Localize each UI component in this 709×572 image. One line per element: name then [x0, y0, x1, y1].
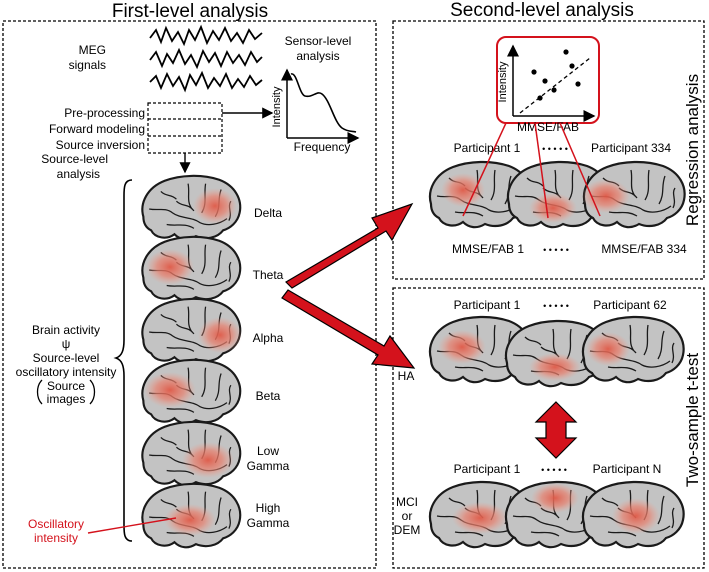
reg-participant-first: Participant 1 [454, 141, 521, 155]
ttest-g1-last: Participant 62 [593, 298, 667, 312]
band-label-low: Low [257, 444, 279, 458]
arrow-to-ttest [281, 289, 416, 369]
meg-traces [149, 24, 263, 93]
ttest-group2-label-2: or [402, 509, 413, 523]
band-label-high-gamma: Gamma [247, 516, 290, 530]
preprocessing-box [147, 102, 223, 154]
reg-mmse-last: MMSE/FAB 334 [601, 242, 687, 256]
meg-label-2: signals [69, 58, 106, 72]
brain-activity-label: Brain activity [32, 323, 100, 337]
ttest-g2-brain-3 [581, 480, 685, 549]
band-label-delta: Delta [254, 206, 282, 220]
brace [113, 179, 133, 542]
sensor-label-1: Sensor-level [285, 34, 352, 48]
sensor-y-label: Intensity [271, 86, 283, 127]
reg-pointer-lines [462, 122, 601, 219]
meg-label-1: MEG [79, 43, 106, 57]
ttest-g2-first: Participant 1 [454, 462, 521, 476]
reg-mmse-dots: • • • • • [543, 245, 569, 255]
ttest-panel [392, 287, 705, 569]
brain-beta [141, 358, 242, 425]
ttest-g2-last: Participant N [593, 462, 662, 476]
osc-intensity-label-1: Oscillatory [28, 517, 84, 531]
band-label-beta: Beta [256, 389, 281, 403]
reg-brain-3 [582, 160, 686, 229]
ttest-g1-brain-3 [581, 315, 685, 384]
scatter-frame [496, 36, 600, 124]
brain-low-gamma [141, 420, 242, 487]
reg-brain-2 [506, 160, 610, 229]
ttest-g1-brain-1 [428, 315, 532, 384]
band-label-high: High [256, 501, 281, 515]
brain-alpha [141, 297, 242, 364]
ttest-ha-label: HA [398, 369, 415, 383]
oscillatory-label-2: oscillatory intensity [16, 365, 117, 379]
second-level-title: Second-level analysis [450, 0, 634, 21]
scatter-plot [507, 44, 596, 122]
band-label-alpha: Alpha [253, 331, 284, 345]
reg-participant-dots: • • • • • [542, 144, 568, 154]
brain-theta [141, 235, 242, 302]
brain-high-gamma [141, 482, 242, 549]
source-label-1: Source-level [41, 152, 108, 166]
preproc-step-1: Pre-processing [64, 106, 145, 120]
source-label-2: analysis [57, 167, 100, 181]
reg-participant-last: Participant 334 [591, 141, 671, 155]
osc-intensity-pointer [87, 517, 177, 534]
source-images-2: images [47, 392, 86, 406]
ttest-g1-dots: • • • • • [543, 301, 569, 311]
preproc-step-2: Forward modeling [49, 122, 145, 136]
ttest-g2-brain-2 [504, 480, 608, 549]
regression-panel [392, 20, 705, 280]
ttest-g1-first: Participant 1 [454, 298, 521, 312]
first-level-panel [2, 20, 377, 569]
reg-brain-1 [428, 160, 532, 229]
source-images-1: Source [47, 379, 85, 393]
arrow-to-regression [285, 202, 414, 289]
sensor-label-2: analysis [296, 49, 339, 63]
band-label-theta: Theta [253, 268, 284, 282]
scatter-x-label: MMSE/FAB [517, 120, 579, 134]
scatter-y-label: Intensity [497, 61, 509, 102]
ttest-side-label: Two-sample t-test [683, 353, 702, 487]
regression-side-label: Regression analysis [683, 74, 702, 226]
first-level-title: First-level analysis [112, 1, 268, 22]
oscillatory-label-1: Source-level [33, 351, 100, 365]
comparison-arrow [534, 401, 578, 459]
band-label-low-gamma: Gamma [247, 459, 290, 473]
ttest-group2-label-1: MCI [396, 495, 418, 509]
ttest-g2-dots: • • • • • [541, 465, 567, 475]
ttest-g1-brain-2 [504, 319, 608, 388]
approx-symbol: ψ [62, 337, 71, 351]
ttest-g2-brain-1 [428, 480, 532, 549]
preproc-step-3: Source inversion [56, 138, 145, 152]
ttest-group2-label-3: DEM [394, 523, 421, 537]
paren-right [89, 379, 96, 405]
sensor-x-label: Frequency [294, 140, 351, 154]
brain-delta [141, 174, 242, 241]
paren-left [36, 379, 43, 405]
reg-mmse-first: MMSE/FAB 1 [452, 242, 524, 256]
osc-intensity-label-2: intensity [34, 531, 78, 545]
sensor-plot [281, 68, 360, 144]
